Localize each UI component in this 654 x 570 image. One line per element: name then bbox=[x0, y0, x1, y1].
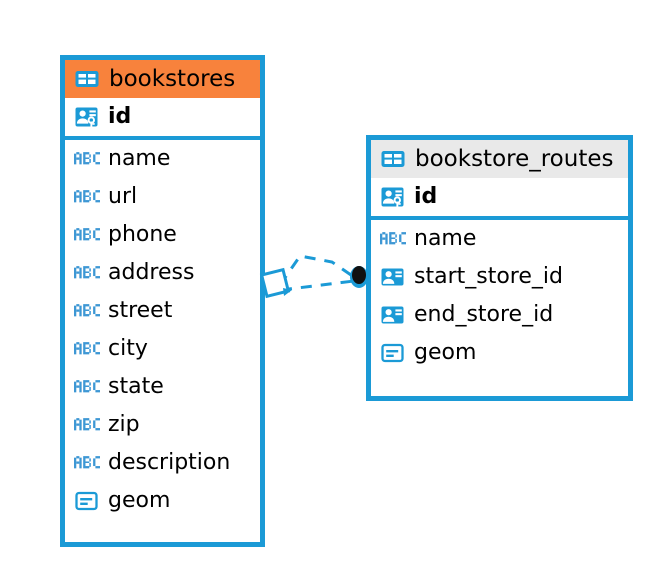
text-type-icon bbox=[74, 146, 100, 172]
entity-bookstores[interactable]: bookstores id bbox=[60, 55, 265, 547]
entity-bookstore-routes[interactable]: bookstore_routes id bbox=[366, 135, 633, 401]
field-bookstores-address[interactable]: address bbox=[65, 254, 260, 292]
foreign-key-icon bbox=[380, 302, 406, 328]
field-bookstores-name-label: name bbox=[108, 146, 171, 171]
field-bookstores-zip-label: zip bbox=[108, 412, 140, 437]
entity-bookstore-routes-pk-section: id bbox=[371, 178, 628, 220]
foreign-key-icon bbox=[380, 264, 406, 290]
relationship-line-lower bbox=[280, 279, 355, 292]
table-icon bbox=[380, 146, 406, 172]
field-bookstores-id-label: id bbox=[108, 104, 132, 129]
field-bookstore-routes-id[interactable]: id bbox=[371, 178, 628, 216]
field-bookstores-state-label: state bbox=[108, 374, 164, 399]
entity-bookstore-routes-fields: name start_store_id bbox=[371, 220, 628, 372]
field-bookstore-routes-id-label: id bbox=[414, 184, 438, 209]
text-type-icon bbox=[380, 226, 406, 252]
field-bookstore-routes-name-label: name bbox=[414, 226, 477, 251]
relationship-source-diamond-icon bbox=[259, 267, 292, 299]
field-bookstore-routes-end-store-id[interactable]: end_store_id bbox=[371, 296, 628, 334]
entity-bookstores-fields: name u bbox=[65, 140, 260, 520]
entity-bookstore-routes-header[interactable]: bookstore_routes bbox=[371, 140, 628, 178]
geometry-type-icon bbox=[380, 340, 406, 366]
field-bookstore-routes-geom-label: geom bbox=[414, 340, 477, 365]
text-type-icon bbox=[74, 260, 100, 286]
text-type-icon bbox=[74, 412, 100, 438]
entity-bookstores-title: bookstores bbox=[109, 65, 236, 92]
text-type-icon bbox=[74, 184, 100, 210]
field-bookstores-street[interactable]: street bbox=[65, 292, 260, 330]
text-type-icon bbox=[74, 450, 100, 476]
text-type-icon bbox=[74, 336, 100, 362]
field-bookstore-routes-start-store-id-label: start_store_id bbox=[414, 264, 563, 289]
relationship-line-upper bbox=[278, 254, 355, 286]
field-bookstores-address-label: address bbox=[108, 260, 195, 285]
field-bookstores-name[interactable]: name bbox=[65, 140, 260, 178]
field-bookstores-phone-label: phone bbox=[108, 222, 177, 247]
field-bookstores-geom[interactable]: geom bbox=[65, 482, 260, 520]
text-type-icon bbox=[74, 374, 100, 400]
field-bookstores-state[interactable]: state bbox=[65, 368, 260, 406]
primary-key-icon bbox=[380, 184, 406, 210]
field-bookstores-phone[interactable]: phone bbox=[65, 216, 260, 254]
field-bookstores-city[interactable]: city bbox=[65, 330, 260, 368]
field-bookstores-id[interactable]: id bbox=[65, 98, 260, 136]
field-bookstores-zip[interactable]: zip bbox=[65, 406, 260, 444]
text-type-icon bbox=[74, 222, 100, 248]
field-bookstores-description[interactable]: description bbox=[65, 444, 260, 482]
entity-bookstores-header[interactable]: bookstores bbox=[65, 60, 260, 98]
primary-key-icon bbox=[74, 104, 100, 130]
field-bookstores-description-label: description bbox=[108, 450, 231, 475]
geometry-type-icon bbox=[74, 488, 100, 514]
field-bookstores-city-label: city bbox=[108, 336, 148, 361]
entity-bookstores-pk-section: id bbox=[65, 98, 260, 140]
field-bookstore-routes-geom[interactable]: geom bbox=[371, 334, 628, 372]
field-bookstores-street-label: street bbox=[108, 298, 173, 323]
entity-bookstore-routes-title: bookstore_routes bbox=[415, 145, 614, 172]
table-icon bbox=[74, 66, 100, 92]
field-bookstore-routes-end-store-id-label: end_store_id bbox=[414, 302, 554, 327]
field-bookstore-routes-start-store-id[interactable]: start_store_id bbox=[371, 258, 628, 296]
field-bookstores-url[interactable]: url bbox=[65, 178, 260, 216]
field-bookstore-routes-name[interactable]: name bbox=[371, 220, 628, 258]
text-type-icon bbox=[74, 298, 100, 324]
field-bookstores-url-label: url bbox=[108, 184, 138, 209]
field-bookstores-geom-label: geom bbox=[108, 488, 171, 513]
